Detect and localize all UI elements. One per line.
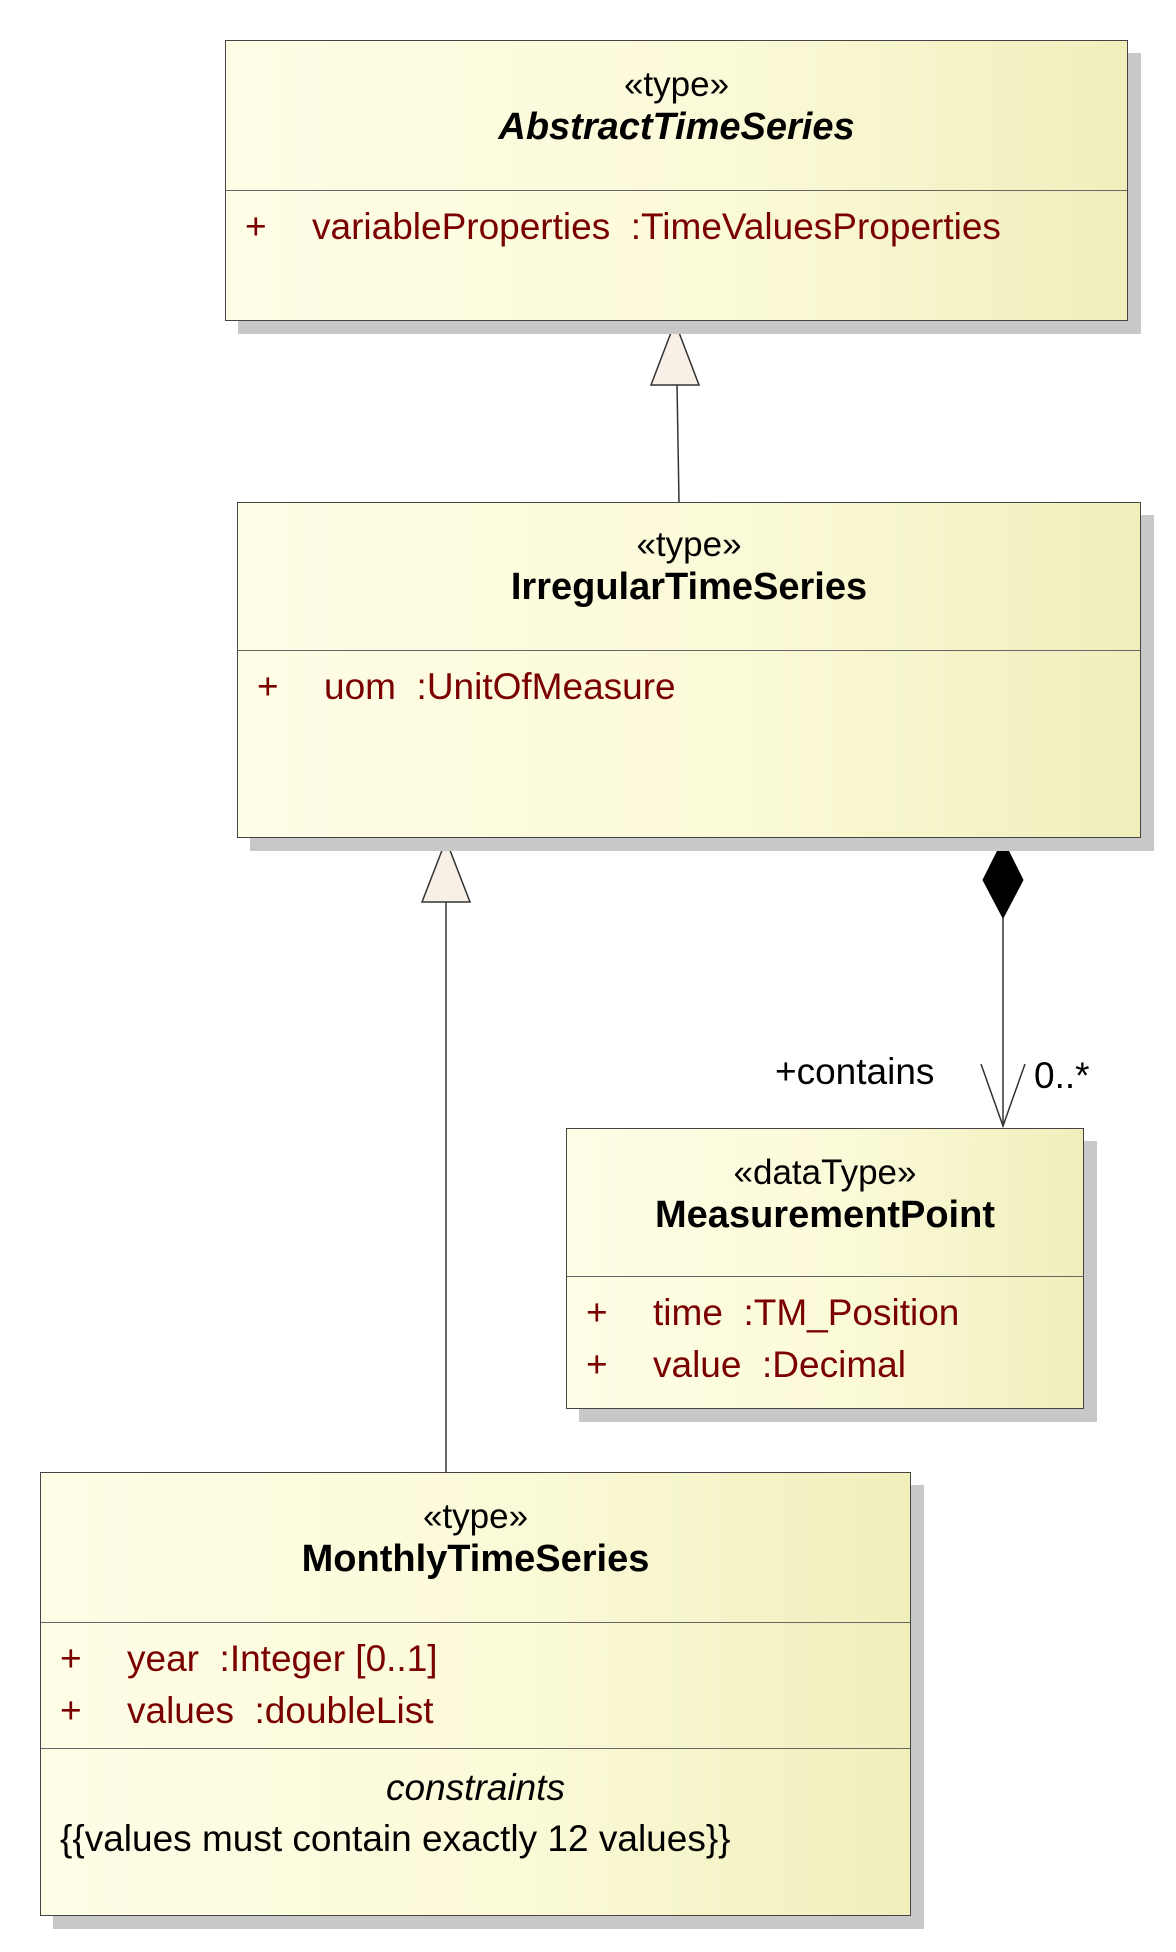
- generalization-arrowhead-abstract: [649, 319, 701, 386]
- class-measurement-point[interactable]: «dataType» MeasurementPoint + time :TM_P…: [566, 1128, 1084, 1409]
- visibility-marker: +: [586, 1292, 608, 1333]
- attribute-name: value: [653, 1344, 742, 1385]
- class-abstract-time-series[interactable]: «type» AbstractTimeSeries + variableProp…: [225, 40, 1128, 321]
- attribute-list: + variableProperties :TimeValuesProperti…: [226, 191, 1127, 253]
- class-irregular-time-series[interactable]: «type» IrregularTimeSeries + uom :UnitOf…: [237, 502, 1141, 838]
- attribute-type: :UnitOfMeasure: [416, 666, 676, 707]
- attribute-name: time: [653, 1292, 723, 1333]
- class-name: IrregularTimeSeries: [510, 566, 868, 608]
- composition-diamond: [982, 838, 1024, 920]
- attribute-list: + year :Integer [0..1] + values :doubleL…: [41, 1623, 910, 1748]
- constraint-text: {{values must contain exactly 12 values}…: [60, 1818, 731, 1859]
- attribute-name: year: [127, 1638, 199, 1679]
- attribute-list: + uom :UnitOfMeasure: [238, 651, 1140, 713]
- attribute-name: values: [127, 1690, 234, 1731]
- attribute-values[interactable]: + values :doubleList: [41, 1685, 910, 1737]
- stereotype-label: «type»: [422, 1497, 529, 1536]
- generalization-line-irregular-to-abstract: [676, 383, 680, 503]
- attribute-type: :TimeValuesProperties: [630, 206, 1001, 247]
- class-monthly-time-series[interactable]: «type» MonthlyTimeSeries + year :Integer…: [40, 1472, 911, 1916]
- attribute-list: + time :TM_Position + value :Decimal: [567, 1277, 1083, 1391]
- generalization-arrowhead-irregular: [420, 837, 472, 903]
- class-name: MeasurementPoint: [655, 1194, 995, 1236]
- constraints-compartment: constraints {{values must contain exactl…: [41, 1748, 910, 1865]
- class-name: MonthlyTimeSeries: [301, 1538, 650, 1580]
- attribute-year[interactable]: + year :Integer [0..1]: [41, 1633, 910, 1685]
- attribute-time[interactable]: + time :TM_Position: [567, 1287, 1083, 1339]
- stereotype-label: «type»: [636, 525, 742, 564]
- constraints-title: constraints: [386, 1767, 565, 1808]
- stereotype-label: «type»: [623, 65, 730, 104]
- visibility-marker: +: [245, 206, 267, 247]
- attribute-variable-properties[interactable]: + variableProperties :TimeValuesProperti…: [226, 201, 1127, 253]
- attribute-name: variableProperties: [312, 206, 611, 247]
- visibility-marker: +: [60, 1690, 82, 1731]
- visibility-marker: +: [257, 666, 279, 707]
- attribute-name: uom: [324, 666, 396, 707]
- attribute-type: :TM_Position: [743, 1292, 960, 1333]
- visibility-marker: +: [586, 1344, 608, 1385]
- association-role-label: +contains: [775, 1051, 935, 1092]
- class-name: AbstractTimeSeries: [498, 106, 855, 148]
- attribute-type: :Decimal: [762, 1344, 906, 1385]
- attribute-value[interactable]: + value :Decimal: [567, 1339, 1083, 1391]
- composition-navigation-arrowhead: [980, 1063, 1026, 1129]
- attribute-type: :Integer [0..1]: [219, 1638, 438, 1679]
- attribute-type: :doubleList: [254, 1690, 434, 1731]
- visibility-marker: +: [60, 1638, 82, 1679]
- stereotype-label: «dataType»: [733, 1153, 917, 1192]
- attribute-uom[interactable]: + uom :UnitOfMeasure: [238, 661, 1140, 713]
- association-multiplicity-label: 0..*: [1034, 1055, 1090, 1096]
